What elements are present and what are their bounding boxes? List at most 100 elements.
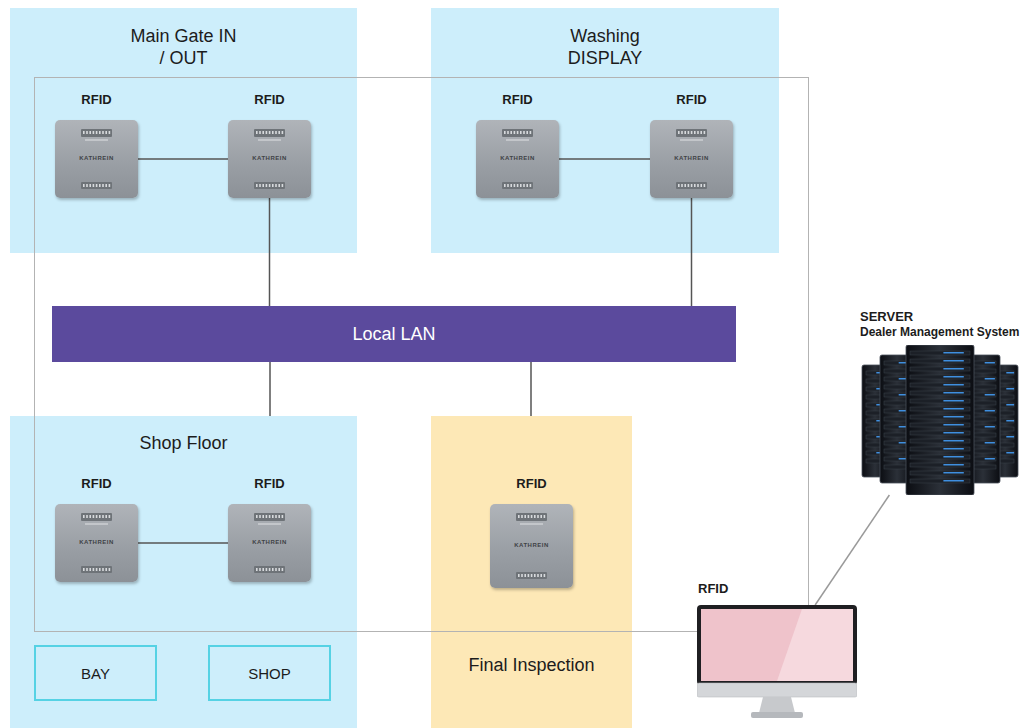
reader-pin xyxy=(102,568,104,571)
reader-pin xyxy=(504,131,506,134)
reader-pin xyxy=(109,184,111,187)
lan-label: Local LAN xyxy=(352,324,435,345)
reader-pin xyxy=(102,184,104,187)
server-unit xyxy=(910,415,970,419)
zone-title: Shop Floor xyxy=(84,432,284,454)
zone-title: Washing DISPLAY xyxy=(549,25,661,69)
reader-logo: KATHREIN xyxy=(476,155,559,161)
rfid-reader: RFIDKATHREIN xyxy=(228,504,311,582)
server-led xyxy=(943,440,963,442)
reader-pin xyxy=(524,515,526,518)
server-led xyxy=(1006,404,1014,406)
reader-pin xyxy=(510,184,512,187)
reader-pin xyxy=(517,131,519,134)
rfid-reader: RFIDKATHREIN xyxy=(476,120,559,198)
server-led xyxy=(943,352,963,354)
reader-pin xyxy=(105,515,107,518)
reader-pin xyxy=(93,184,95,187)
reader-pin xyxy=(99,184,101,187)
reader-logo: KATHREIN xyxy=(228,155,311,161)
reader-port xyxy=(676,129,707,137)
connector-line xyxy=(138,158,228,160)
server-led xyxy=(1006,436,1014,438)
reader-pin xyxy=(517,184,519,187)
server-unit xyxy=(910,399,970,403)
reader-pin xyxy=(678,184,680,187)
reader-port xyxy=(81,129,112,137)
reader-pin xyxy=(269,568,271,571)
reader-pin xyxy=(96,184,98,187)
reader-pin xyxy=(520,184,522,187)
reader-pin xyxy=(681,184,683,187)
reader-pin xyxy=(275,515,277,518)
server-led xyxy=(943,360,963,362)
reader-pin xyxy=(684,131,686,134)
server-led xyxy=(985,378,995,380)
reader-pin xyxy=(518,515,520,518)
server-led xyxy=(943,464,963,466)
server-led xyxy=(943,368,963,370)
reader-port xyxy=(516,572,547,579)
monitor-art xyxy=(697,605,857,718)
reader-pin xyxy=(99,131,101,134)
reader-pin xyxy=(544,515,546,518)
reader-pin xyxy=(688,131,690,134)
server-unit xyxy=(910,463,970,467)
reader-pin xyxy=(86,131,88,134)
reader-marking xyxy=(85,523,108,525)
reader-pin xyxy=(89,515,91,518)
reader-pin xyxy=(83,131,85,134)
reader-marking xyxy=(85,139,108,141)
server-unit xyxy=(910,431,970,435)
reader-pin xyxy=(89,184,91,187)
reader-logo: KATHREIN xyxy=(55,155,138,161)
reader-pin xyxy=(544,574,546,577)
reader-pin xyxy=(518,574,520,577)
reader-pin xyxy=(86,515,88,518)
monitor-label: RFID xyxy=(698,581,728,596)
reader-pin xyxy=(86,568,88,571)
reader-pin xyxy=(504,184,506,187)
reader-pin xyxy=(282,568,284,571)
reader-port xyxy=(81,182,112,189)
server-led xyxy=(943,480,963,482)
reader-pin xyxy=(275,131,277,134)
reader-pin xyxy=(89,131,91,134)
reader-pin xyxy=(269,515,271,518)
reader-pin xyxy=(697,131,699,134)
reader-pin xyxy=(524,574,526,577)
rfid-reader: RFIDKATHREIN xyxy=(55,504,138,582)
reader-port xyxy=(676,182,707,189)
reader-port xyxy=(502,129,533,137)
zone-panel: Main Gate IN / OUTRFIDKATHREINRFIDKATHRE… xyxy=(10,8,357,253)
reader-label: RFID xyxy=(81,476,111,491)
server-rack xyxy=(906,345,974,495)
reader-pin xyxy=(688,184,690,187)
reader-pin xyxy=(282,131,284,134)
area-box: SHOP xyxy=(208,645,331,701)
server-led xyxy=(985,426,995,428)
reader-pin xyxy=(681,131,683,134)
reader-pin xyxy=(83,184,85,187)
area-label: BAY xyxy=(81,665,110,682)
zone-panel: Shop FloorRFIDKATHREIN RFIDKATHREIN BAY SHO… xyxy=(10,416,357,728)
rfid-reader: RFIDKATHREIN xyxy=(228,120,311,198)
rfid-reader: RFIDKATHREIN xyxy=(650,120,733,198)
reader-pin xyxy=(540,515,542,518)
reader-pin xyxy=(259,568,261,571)
reader-port xyxy=(81,513,112,521)
server-led xyxy=(985,362,995,364)
server-led xyxy=(943,408,963,410)
reader-pin xyxy=(521,574,523,577)
reader-pin xyxy=(102,131,104,134)
reader-pin xyxy=(105,568,107,571)
reader-marking xyxy=(258,523,281,525)
server-led xyxy=(943,416,963,418)
server-unit xyxy=(910,447,970,451)
server-node: SERVERDealer Management System xyxy=(860,345,1020,495)
area-label: SHOP xyxy=(248,665,291,682)
reader-pin xyxy=(531,515,533,518)
monitor-node: RFID xyxy=(697,605,857,718)
server-unit xyxy=(910,375,970,379)
